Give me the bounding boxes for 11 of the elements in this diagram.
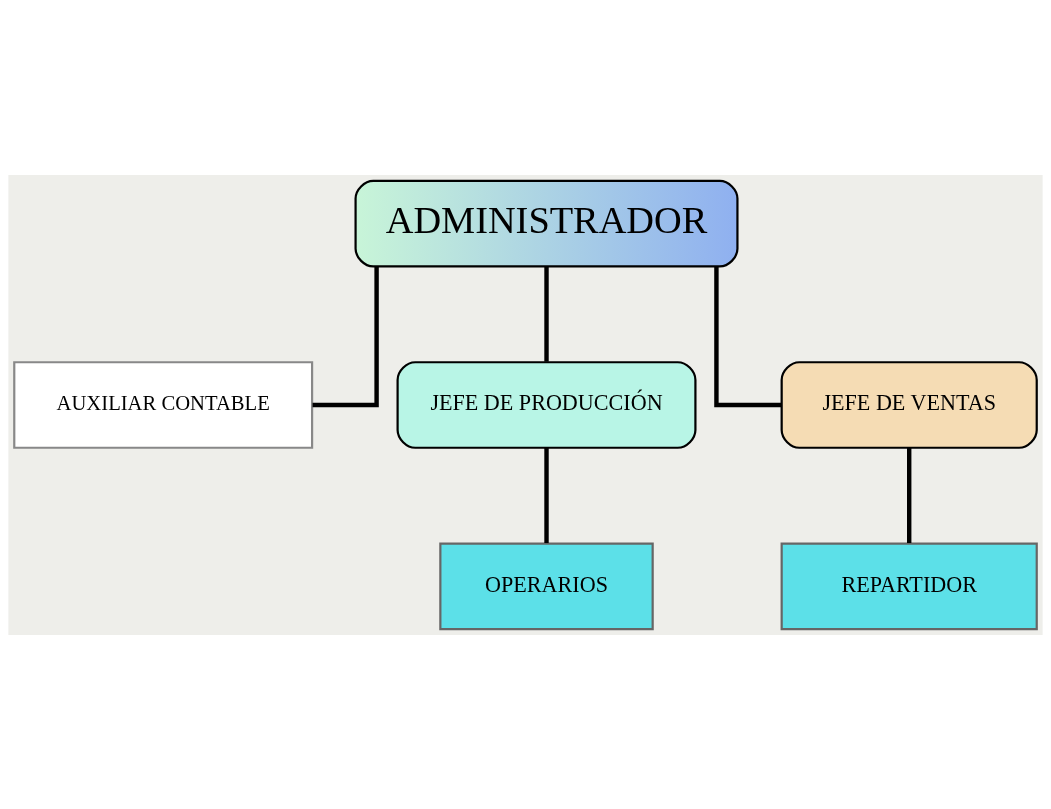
node-box: REPARTIDOR [780,542,1038,630]
connector [544,447,549,543]
node-box: JEFE DE PRODUCCIÓN [396,360,697,449]
node-box: OPERARIOS [439,542,654,630]
connector [714,266,782,407]
node-box: JEFE DE VENTAS [780,360,1038,449]
connector [312,266,379,407]
node-box: AUXILIAR CONTABLE [13,360,314,449]
node-box: ADMINISTRADOR [354,179,739,267]
connector [544,266,549,362]
connector [907,447,912,543]
